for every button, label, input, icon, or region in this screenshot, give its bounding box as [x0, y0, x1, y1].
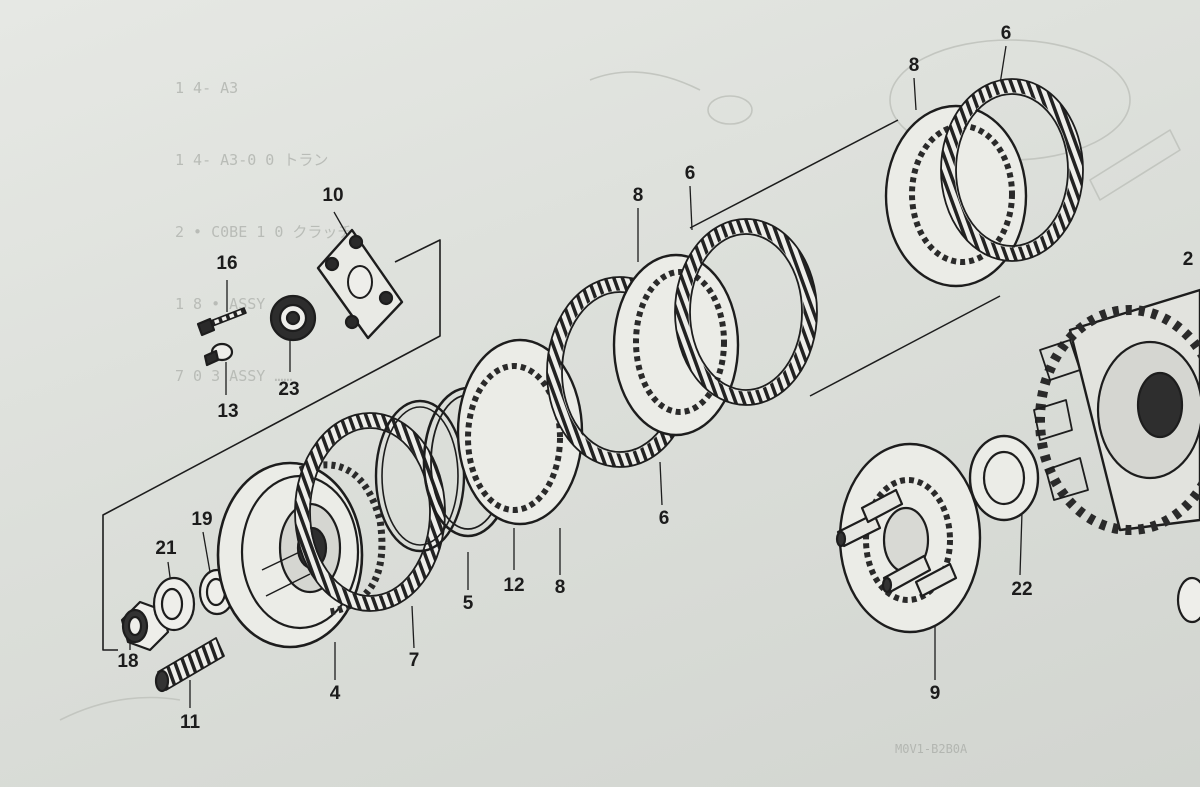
callout-4: 4 — [329, 683, 341, 704]
show-through-line: 7 0 3 ASSY …… — [175, 367, 293, 385]
bolt-16 — [196, 307, 247, 337]
friction-disc-7 — [294, 412, 446, 612]
callout-6-middle: 6 — [684, 163, 696, 184]
thrust-washer-22 — [968, 434, 1040, 522]
callout-5: 5 — [462, 593, 474, 614]
washer-21 — [152, 576, 196, 632]
show-through-text: 1 4- A3 1 4- A3-0 0 トラン 2 • C0BE 1 0 クラッ… — [175, 28, 352, 436]
callout-8-front: 8 — [554, 577, 566, 598]
clutch-center-9 — [835, 442, 982, 634]
callout-23: 23 — [278, 379, 300, 400]
judder-ring-5 — [374, 399, 466, 553]
spring-11 — [154, 637, 225, 693]
callout-12: 12 — [503, 575, 525, 596]
lifter-plate-10 — [316, 228, 404, 340]
show-through-line: 1 4- A3 — [175, 79, 239, 97]
pressure-plate-4 — [216, 461, 364, 649]
callout-13: 13 — [217, 401, 239, 422]
friction-disc-6-middle — [674, 218, 818, 406]
assembly-bracket — [102, 239, 441, 651]
show-through-line: 1 4- A3-0 0 トラン — [175, 151, 329, 169]
callout-21: 21 — [155, 538, 177, 559]
clutch-plate-8-middle — [612, 253, 740, 437]
callout-6-lower: 6 — [658, 508, 670, 529]
bearing-23 — [269, 294, 317, 342]
clutch-outer-2 — [1033, 288, 1200, 624]
page-stamp: M0V1-B2B0A — [895, 742, 968, 756]
friction-disc-6-back — [940, 78, 1084, 262]
show-through-line: 2 • C0BE 1 0 クラッチ — [175, 223, 353, 241]
callout-16: 16 — [216, 253, 238, 274]
callout-9: 9 — [929, 683, 941, 704]
callout-2: 2 — [1182, 249, 1194, 270]
callout-19: 19 — [191, 509, 213, 530]
callout-18: 18 — [117, 651, 139, 672]
callout-6-back: 6 — [1000, 23, 1012, 44]
callout-8-middle: 8 — [632, 185, 644, 206]
callout-8-back: 8 — [908, 55, 920, 76]
clutch-pack-guide-lines — [689, 119, 1001, 397]
callout-7: 7 — [408, 650, 420, 671]
screw-13 — [203, 342, 234, 367]
callout-10: 10 — [322, 185, 344, 206]
callout-11: 11 — [179, 712, 201, 733]
callout-22: 22 — [1011, 579, 1033, 600]
